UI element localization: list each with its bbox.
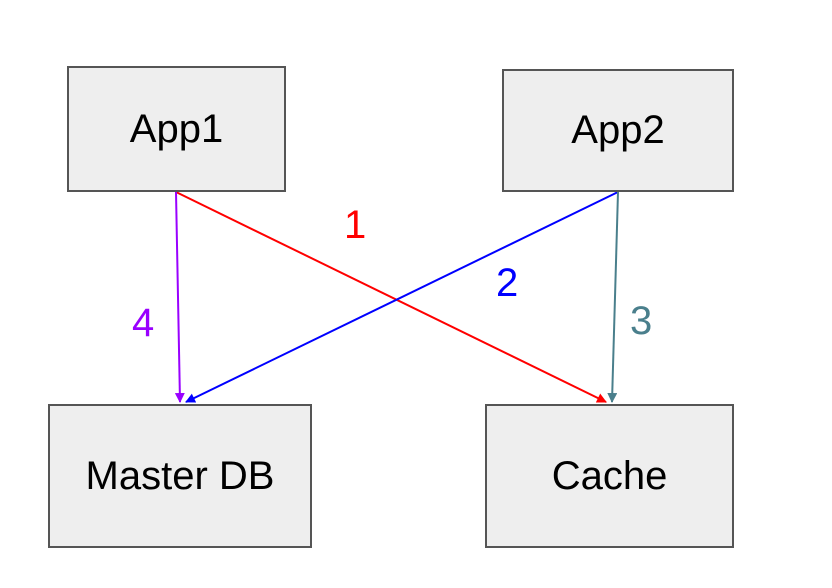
- edge-app2-to-cache: [607, 191, 619, 403]
- node-app2: App2: [502, 69, 734, 192]
- node-cache-label: Cache: [551, 453, 668, 498]
- edge-label-3: 3: [630, 299, 652, 343]
- edge-label-4: 4: [132, 301, 154, 345]
- node-master-db-label: Master DB: [85, 453, 275, 498]
- node-app1-label: App1: [129, 106, 224, 151]
- node-app2-label: App2: [571, 108, 665, 152]
- edge-app1-to-cache: [175, 191, 607, 403]
- node-cache: Cache: [485, 404, 734, 548]
- edge-app1-to-master-db: [174, 191, 185, 403]
- edge-label-1: 1: [344, 203, 366, 247]
- node-master-db: Master DB: [48, 404, 312, 548]
- edge-app2-to-master-db: [185, 191, 619, 403]
- edge-label-2: 2: [496, 261, 518, 305]
- node-app1: App1: [67, 66, 286, 192]
